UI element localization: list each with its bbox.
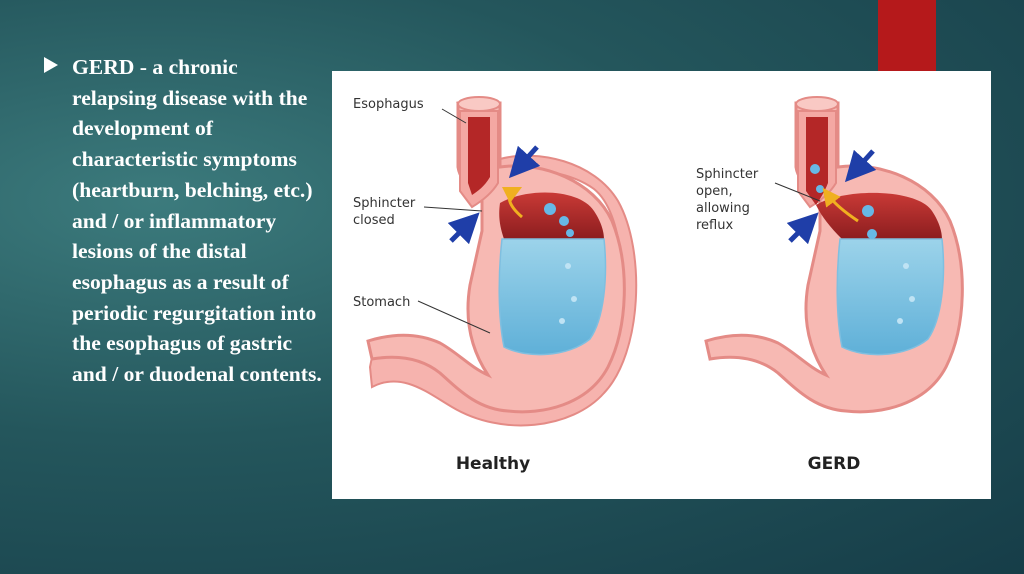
bullet-text: GERD - a chronic relapsing disease with … — [72, 55, 322, 387]
stomach-illustration: Esophagus Sphincter closed Stomach Healt… — [332, 71, 991, 499]
healthy-bubble — [566, 229, 574, 237]
healthy-stomach — [366, 96, 638, 427]
label-sphincter-gerd-line4: reflux — [696, 218, 733, 233]
label-sphincter-gerd: Sphincter — [696, 167, 759, 182]
gerd-gastric-acid — [836, 238, 945, 356]
label-sphincter-gerd-line3: allowing — [696, 201, 750, 216]
caption-healthy: Healthy — [456, 454, 530, 474]
label-stomach: Stomach — [353, 295, 410, 310]
gerd-reflux-bubble — [810, 164, 820, 174]
gerd-bubble — [909, 296, 915, 302]
healthy-bubble — [565, 263, 571, 269]
bullet-arrow-icon — [44, 57, 58, 73]
gerd-gastric-wall — [816, 192, 942, 239]
gerd-bubble — [903, 263, 909, 269]
leader-line — [417, 300, 491, 334]
healthy-esophagus-inner — [468, 117, 490, 195]
gerd-bubble — [862, 205, 874, 217]
gerd-esophagus-inner — [806, 117, 828, 205]
gerd-pressure-arrow-icon — [786, 212, 819, 245]
healthy-curved-arrow-icon — [501, 186, 523, 219]
label-sphincter-gerd-line2: open, — [696, 184, 733, 199]
gerd-esophagus-opening — [795, 96, 839, 112]
healthy-bubble — [544, 203, 556, 215]
gerd-reflux-arrow-icon — [822, 187, 859, 223]
healthy-bubble — [571, 296, 577, 302]
leader-line — [774, 182, 821, 202]
healthy-gastric-wall — [499, 192, 604, 239]
leader-line — [423, 206, 483, 212]
gerd-bubble — [867, 229, 877, 239]
label-sphincter-state: closed — [353, 213, 395, 228]
gerd-bubble — [897, 318, 903, 324]
healthy-pressure-arrow-icon — [508, 145, 541, 179]
label-sphincter: Sphincter — [353, 196, 416, 211]
gerd-stomach — [704, 96, 964, 414]
accent-bar — [878, 0, 936, 71]
healthy-bubble — [559, 318, 565, 324]
leader-line — [441, 108, 467, 124]
stomach-diagram-svg: Esophagus Sphincter closed Stomach Healt… — [353, 96, 964, 474]
gerd-pressure-arrow-icon — [844, 149, 877, 183]
gerd-reflux-bubble — [816, 185, 824, 193]
caption-gerd: GERD — [808, 454, 861, 474]
label-esophagus: Esophagus — [353, 97, 424, 112]
healthy-esophagus-opening — [457, 96, 501, 112]
healthy-bubble — [559, 216, 569, 226]
healthy-gastric-acid — [498, 238, 607, 356]
healthy-pressure-arrow-icon — [447, 212, 480, 245]
